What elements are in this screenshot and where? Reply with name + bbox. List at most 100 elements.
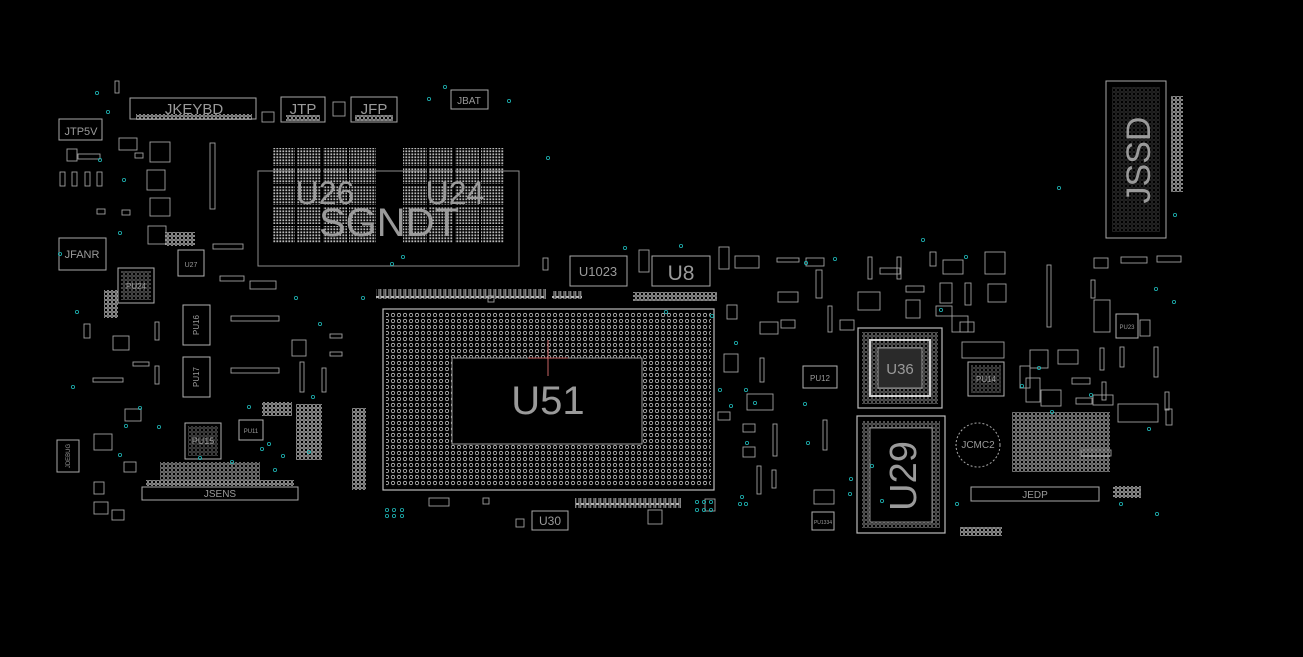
via: [679, 243, 684, 248]
passive-component: [935, 305, 953, 317]
passive-component: [92, 377, 124, 383]
pmic-pu12[interactable]: PU12: [802, 365, 838, 389]
via: [58, 251, 63, 256]
passive-component: [1071, 377, 1091, 385]
chip-u36[interactable]: U36: [857, 327, 943, 409]
passive-component: [219, 275, 245, 282]
memory-block[interactable]: U26 U24 SGNDT: [257, 148, 520, 267]
label-pu1334: PU1334: [814, 520, 832, 526]
passive-component: [959, 321, 975, 333]
label-u1023: U1023: [579, 264, 617, 279]
via: [1020, 383, 1025, 388]
passive-component: [1156, 255, 1182, 263]
passive-component: [647, 509, 663, 525]
passive-component: [939, 282, 953, 304]
via: [280, 453, 285, 458]
passive-component: [321, 367, 327, 393]
passive-component: [718, 246, 730, 270]
label-u36: U36: [886, 361, 914, 378]
via: [1172, 299, 1177, 304]
passive-component: [428, 497, 450, 507]
label-pu15: PU15: [192, 436, 215, 446]
passive-component: [772, 423, 778, 457]
via: [718, 387, 723, 392]
via: [391, 514, 396, 519]
passive-component: [1057, 349, 1079, 365]
connector-jdebug[interactable]: JDEBUG: [56, 439, 80, 473]
connector-jcmc2[interactable]: JCMC2: [955, 422, 1001, 468]
via: [246, 404, 251, 409]
connector-jfanr[interactable]: JFANR: [58, 237, 107, 271]
pmic-pu16[interactable]: PU16: [182, 304, 211, 346]
via: [391, 507, 396, 512]
via: [389, 261, 394, 266]
cpu-u51[interactable]: U51: [382, 308, 715, 491]
passive-component: [112, 335, 130, 351]
label-jdebug: JDEBUG: [66, 444, 72, 469]
chip-pu1334[interactable]: PU1334: [811, 511, 835, 531]
connector-jfp[interactable]: JFP: [350, 96, 398, 123]
via: [360, 295, 365, 300]
label-pu17: PU17: [192, 366, 201, 387]
via: [848, 491, 853, 496]
via: [442, 85, 447, 90]
passive-component: [118, 137, 138, 151]
via: [1037, 365, 1042, 370]
label-jssd: JSSD: [1120, 117, 1158, 204]
chip-u27[interactable]: U27: [177, 249, 205, 277]
via: [745, 440, 750, 445]
pmic-pu24[interactable]: PU24: [117, 267, 155, 304]
passive-component: [77, 153, 101, 160]
passive-component: [638, 249, 650, 273]
label-jedp: JEDP: [1022, 490, 1048, 501]
via: [1119, 501, 1124, 506]
via: [546, 155, 551, 160]
via: [266, 441, 271, 446]
passive-component: [805, 257, 825, 267]
via: [695, 499, 700, 504]
connector-jedp[interactable]: JEDP: [960, 486, 1100, 536]
pmic-pu17[interactable]: PU17: [182, 356, 211, 398]
chip-u30[interactable]: U30: [531, 510, 569, 531]
pmic-pu23[interactable]: PU23: [1115, 313, 1139, 339]
passive-component: [723, 353, 739, 373]
passive-component: [123, 461, 137, 473]
label-jbat: JBAT: [457, 96, 481, 107]
passive-component: [230, 367, 280, 374]
via: [1147, 426, 1152, 431]
label-pu23: PU23: [1119, 325, 1135, 331]
connector-jtp5v[interactable]: JTP5V: [58, 118, 103, 141]
connector-jtp[interactable]: JTP: [280, 96, 326, 123]
chip-pu11[interactable]: PU11: [238, 419, 264, 441]
via: [955, 501, 960, 506]
connector-jkeybd[interactable]: JKEYBD: [129, 97, 257, 120]
via: [804, 260, 809, 265]
via: [229, 459, 234, 464]
label-pu24: PU24: [126, 282, 147, 291]
label-jsens: JSENS: [204, 489, 237, 500]
pmic-pu15[interactable]: PU15: [184, 422, 222, 460]
connector-jbat[interactable]: JBAT: [450, 89, 489, 110]
via: [310, 394, 315, 399]
passive-component: [230, 315, 280, 322]
connector-jsens[interactable]: JSENS: [141, 480, 299, 501]
label-pu12: PU12: [810, 374, 831, 383]
right-pad-cluster: [1012, 412, 1110, 472]
label-u8: U8: [668, 262, 695, 285]
passive-component: [1165, 408, 1173, 426]
passive-component: [154, 321, 160, 341]
chip-u29[interactable]: U29: [856, 415, 946, 534]
passive-component: [771, 469, 777, 489]
passive-component: [780, 319, 796, 329]
passive-component: [984, 251, 1006, 275]
passive-component: [867, 256, 873, 280]
chip-u1023[interactable]: U1023: [569, 255, 628, 287]
passive-component: [299, 361, 305, 393]
passive-component: [822, 419, 828, 451]
chip-u8[interactable]: U8: [651, 255, 711, 287]
connector-jssd[interactable]: JSSD: [1105, 80, 1183, 239]
pmic-pu14[interactable]: PU14: [967, 361, 1005, 397]
passive-component: [1120, 256, 1148, 264]
